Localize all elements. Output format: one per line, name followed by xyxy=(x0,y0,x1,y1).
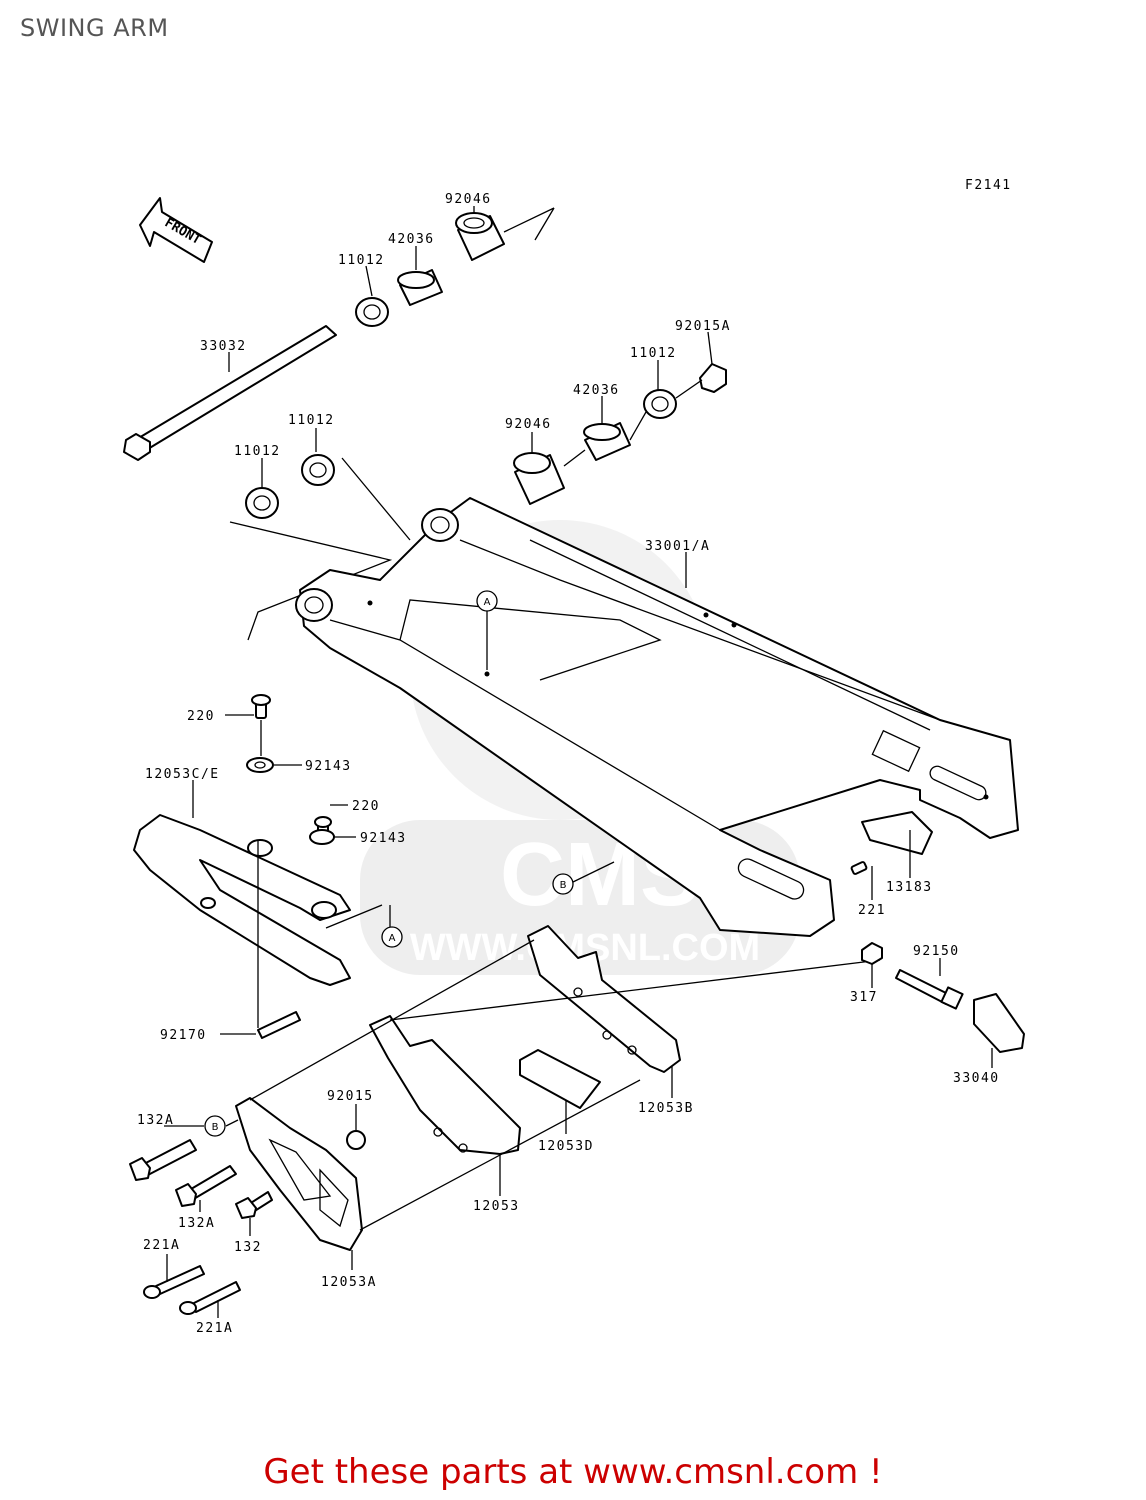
part-label: 13183 xyxy=(886,880,933,895)
part-label: 11012 xyxy=(234,444,281,459)
callout-b-2: B xyxy=(204,1115,226,1137)
chain-guide-plates xyxy=(235,925,881,1251)
part-label: 42036 xyxy=(388,232,435,247)
footer-cta-link[interactable]: Get these parts at www.cmsnl.com ! xyxy=(263,1452,883,1492)
pivot-shaft xyxy=(123,325,337,461)
chain-slider-upper xyxy=(133,814,351,986)
part-label: 33001/A xyxy=(645,539,710,554)
part-label: 92143 xyxy=(305,759,352,774)
part-label: 12053B xyxy=(638,1101,694,1116)
part-label: 92046 xyxy=(505,417,552,432)
part-label: 12053A xyxy=(321,1275,377,1290)
callout-a-1: A xyxy=(476,590,498,612)
part-label: 220 xyxy=(352,799,380,814)
part-label: 221A xyxy=(196,1321,233,1336)
right-fasteners xyxy=(850,811,1025,1053)
part-label: 92046 xyxy=(445,192,492,207)
part-labels: 92046 42036 11012 33032 92015A 11012 420… xyxy=(137,192,1000,1336)
leader-lines xyxy=(164,206,993,1318)
small-fasteners xyxy=(246,694,335,1039)
svg-text:B: B xyxy=(560,880,567,891)
part-label: 11012 xyxy=(288,413,335,428)
svg-text:A: A xyxy=(484,597,491,608)
part-label: 12053C/E xyxy=(145,767,220,782)
part-label: 132A xyxy=(137,1113,174,1128)
part-label: 220 xyxy=(187,709,215,724)
part-label: 132 xyxy=(234,1240,262,1255)
part-label: 92150 xyxy=(913,944,960,959)
front-arrow-icon: FRONT xyxy=(139,197,213,263)
callout-b-1: B xyxy=(552,873,574,895)
callout-a-2: A xyxy=(381,926,403,948)
page-title: SWING ARM xyxy=(20,14,169,42)
part-label: 92015A xyxy=(675,319,731,334)
top-bushing-stack xyxy=(355,207,555,327)
part-label: 132A xyxy=(178,1216,215,1231)
part-label: 12053 xyxy=(473,1199,520,1214)
bottom-bolts xyxy=(129,1130,366,1315)
part-label: 12053D xyxy=(538,1139,594,1154)
part-label: 11012 xyxy=(630,346,677,361)
right-bushing-stack xyxy=(513,363,727,505)
part-label: 92015 xyxy=(327,1089,374,1104)
part-label: 11012 xyxy=(338,253,385,268)
figure-code: F2141 xyxy=(965,178,1012,193)
part-label: 92170 xyxy=(160,1028,207,1043)
part-label: 42036 xyxy=(573,383,620,398)
part-label: 33032 xyxy=(200,339,247,354)
svg-text:A: A xyxy=(389,933,396,944)
part-label: 317 xyxy=(850,990,878,1005)
part-label: 221 xyxy=(858,903,886,918)
part-label: 221A xyxy=(143,1238,180,1253)
part-label: 33040 xyxy=(953,1071,1000,1086)
svg-text:B: B xyxy=(212,1122,219,1133)
part-label: 92143 xyxy=(360,831,407,846)
